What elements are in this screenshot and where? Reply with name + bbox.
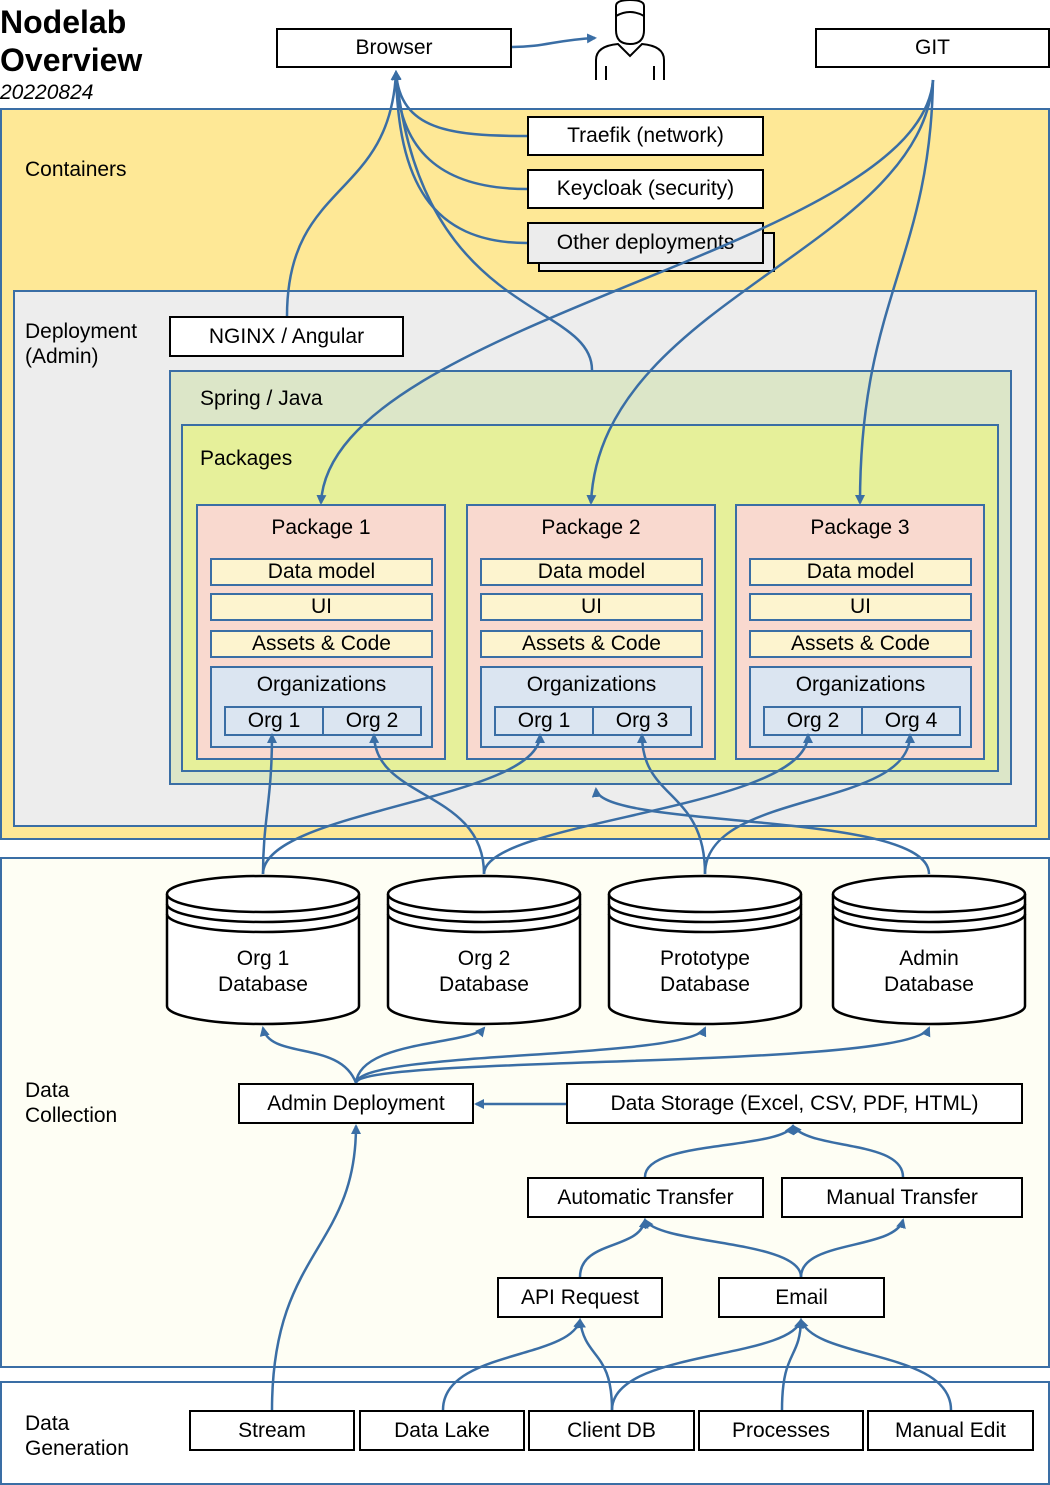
user-icon xyxy=(595,0,665,80)
edge-manual-storage xyxy=(791,1124,905,1178)
diagram-title-line1: Nodelab xyxy=(0,4,127,40)
browser-box: Browser xyxy=(276,28,512,68)
package-title: Package 3 xyxy=(810,516,910,539)
org1-database: Org 1 Database xyxy=(165,874,361,1026)
manual-edit-box: Manual Edit xyxy=(867,1410,1034,1451)
data-storage-box: Data Storage (Excel, CSV, PDF, HTML) xyxy=(566,1083,1023,1124)
nginx-angular-box: NGINX / Angular xyxy=(169,316,404,357)
org-box: Org 2 xyxy=(763,706,863,736)
data-collection-label: Data Collection xyxy=(25,1079,118,1127)
data-model-row: Data model xyxy=(210,558,433,586)
diagram-date: 20220824 xyxy=(0,81,94,104)
email-box: Email xyxy=(718,1277,885,1318)
edge-proto-org3 xyxy=(637,733,707,875)
edge-admin-db1 xyxy=(259,1026,358,1084)
edge-other-browser xyxy=(391,70,528,245)
client-db-box: Client DB xyxy=(528,1410,695,1451)
organizations-title: Organizations xyxy=(526,673,657,696)
ui-row: UI xyxy=(480,593,703,621)
edge-lake-api xyxy=(441,1318,583,1411)
manual-transfer-box: Manual Transfer xyxy=(781,1177,1023,1218)
edge-nginx-browser xyxy=(285,70,401,317)
edge-manualedit-email xyxy=(798,1318,953,1411)
data-lake-box: Data Lake xyxy=(359,1410,525,1451)
organizations-box: Organizations Org 1 Org 3 xyxy=(480,666,703,748)
edge-admin-admindb xyxy=(354,1026,931,1084)
diagram-title-line2: Overview xyxy=(0,42,143,78)
edge-admin-proto xyxy=(354,1026,707,1084)
prototype-database: Prototype Database xyxy=(607,874,803,1026)
ui-row: UI xyxy=(210,593,433,621)
admin-database: Admin Database xyxy=(831,874,1027,1026)
database-label: Org 2 Database xyxy=(439,947,529,996)
edge-git-package1 xyxy=(316,79,935,505)
edge-git-package2 xyxy=(586,79,935,505)
org-box: Org 1 xyxy=(224,706,324,736)
edge-keycloak-browser xyxy=(391,70,528,191)
processes-box: Processes xyxy=(698,1410,864,1451)
organizations-title: Organizations xyxy=(795,673,926,696)
data-model-row: Data model xyxy=(480,558,703,586)
edge-traefik-browser xyxy=(391,70,528,138)
package-2: Package 2 Data model UI Assets & Code Or… xyxy=(466,504,716,760)
ui-row: UI xyxy=(749,593,972,621)
stream-box: Stream xyxy=(189,1410,355,1451)
edge-git-package3 xyxy=(855,79,935,505)
spring-label: Spring / Java xyxy=(200,387,323,410)
edge-proto-org4 xyxy=(703,733,915,875)
git-box: GIT xyxy=(815,28,1050,68)
org-box: Org 2 xyxy=(322,706,422,736)
edge-db1-org1 xyxy=(261,733,277,875)
package-1: Package 1 Data model UI Assets & Code Or… xyxy=(196,504,446,760)
edge-email-manual xyxy=(799,1218,906,1278)
deployment-label: Deployment (Admin) xyxy=(25,320,138,368)
edge-db2-org2p1 xyxy=(369,733,486,875)
assets-code-row: Assets & Code xyxy=(210,630,433,658)
api-request-box: API Request xyxy=(497,1277,663,1318)
package-title: Package 2 xyxy=(541,516,641,539)
edge-admin-spring xyxy=(591,787,931,875)
assets-code-row: Assets & Code xyxy=(749,630,972,658)
data-model-row: Data model xyxy=(749,558,972,586)
organizations-box: Organizations Org 1 Org 2 xyxy=(210,666,433,748)
edge-browser-user xyxy=(511,33,597,49)
edge-db2-org2p3 xyxy=(482,733,813,875)
edge-admin-db2 xyxy=(354,1026,486,1084)
packages-label: Packages xyxy=(200,447,293,470)
data-generation-label: Data Generation xyxy=(25,1412,129,1460)
automatic-transfer-box: Automatic Transfer xyxy=(527,1177,764,1218)
edge-client-email xyxy=(610,1318,804,1411)
admin-deployment-box: Admin Deployment xyxy=(238,1083,474,1124)
package-3: Package 3 Data model UI Assets & Code Or… xyxy=(735,504,985,760)
traefik-box: Traefik (network) xyxy=(527,116,764,156)
database-label: Admin Database xyxy=(884,947,974,996)
other-deployments-box: Other deployments xyxy=(527,222,764,264)
edge-auto-storage xyxy=(643,1124,795,1178)
edge-processes-email xyxy=(780,1318,806,1411)
package-title: Package 1 xyxy=(271,516,371,539)
database-label: Prototype Database xyxy=(660,947,750,996)
edge-spring-browser xyxy=(391,70,594,371)
organizations-box: Organizations Org 2 Org 4 xyxy=(749,666,972,748)
assets-code-row: Assets & Code xyxy=(480,630,703,658)
edge-stream-admin xyxy=(270,1124,361,1411)
edge-db1-org1p2 xyxy=(261,733,545,875)
org2-database: Org 2 Database xyxy=(386,874,582,1026)
edge-client-api xyxy=(576,1318,614,1411)
edge-api-auto xyxy=(578,1218,649,1278)
organizations-title: Organizations xyxy=(256,673,387,696)
containers-label: Containers xyxy=(25,158,127,181)
database-label: Org 1 Database xyxy=(218,947,308,996)
edge-email-auto xyxy=(643,1218,803,1278)
org-box: Org 4 xyxy=(861,706,961,736)
keycloak-box: Keycloak (security) xyxy=(527,169,764,209)
